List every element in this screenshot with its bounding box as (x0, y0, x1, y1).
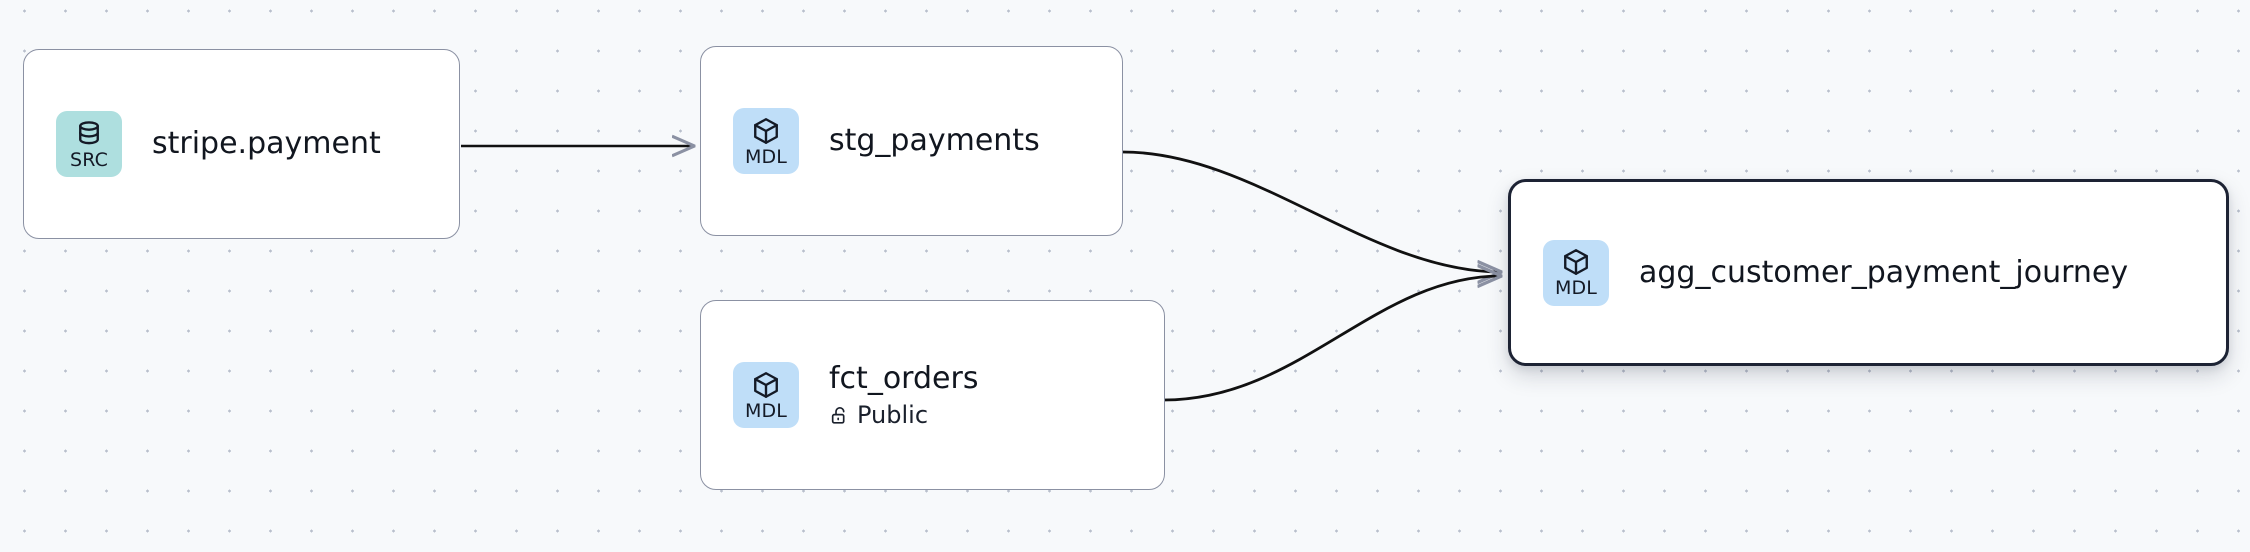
node-title: agg_customer_payment_journey (1639, 254, 2129, 290)
edge-stg-to-agg (1122, 150, 1501, 272)
unlocked-padlock-icon (831, 406, 845, 424)
node-agg-customer-payment-journey[interactable]: MDL agg_customer_payment_journey (1508, 179, 2229, 366)
node-visibility-label: Public (857, 401, 929, 429)
node-badge-label: MDL (745, 145, 787, 168)
cube-icon (754, 371, 778, 398)
cube-icon (754, 117, 778, 144)
node-badge-label: MDL (745, 399, 787, 422)
node-badge-mdl: MDL (733, 108, 799, 174)
node-visibility: Public (829, 401, 978, 429)
node-title: stripe.payment (152, 126, 381, 161)
edge-fct-to-agg (1163, 276, 1501, 402)
node-stg-payments[interactable]: MDL stg_payments (700, 46, 1123, 236)
node-badge-mdl: MDL (733, 362, 799, 428)
node-badge-label: SRC (70, 148, 108, 171)
node-body: agg_customer_payment_journey (1639, 255, 2128, 291)
node-body: stg_payments (829, 123, 1040, 159)
node-title: fct_orders (829, 361, 979, 396)
node-stripe-payment[interactable]: SRC stripe.payment (23, 49, 460, 239)
node-fct-orders[interactable]: MDL fct_orders Public (700, 300, 1165, 490)
node-body: fct_orders Public (829, 361, 978, 429)
node-badge-src: SRC (56, 111, 122, 177)
node-title: stg_payments (829, 123, 1040, 158)
database-icon (79, 120, 99, 144)
node-body: stripe.payment (152, 126, 381, 162)
node-badge-mdl: MDL (1543, 239, 1609, 306)
cube-icon (1564, 249, 1588, 275)
node-badge-label: MDL (1555, 277, 1597, 299)
